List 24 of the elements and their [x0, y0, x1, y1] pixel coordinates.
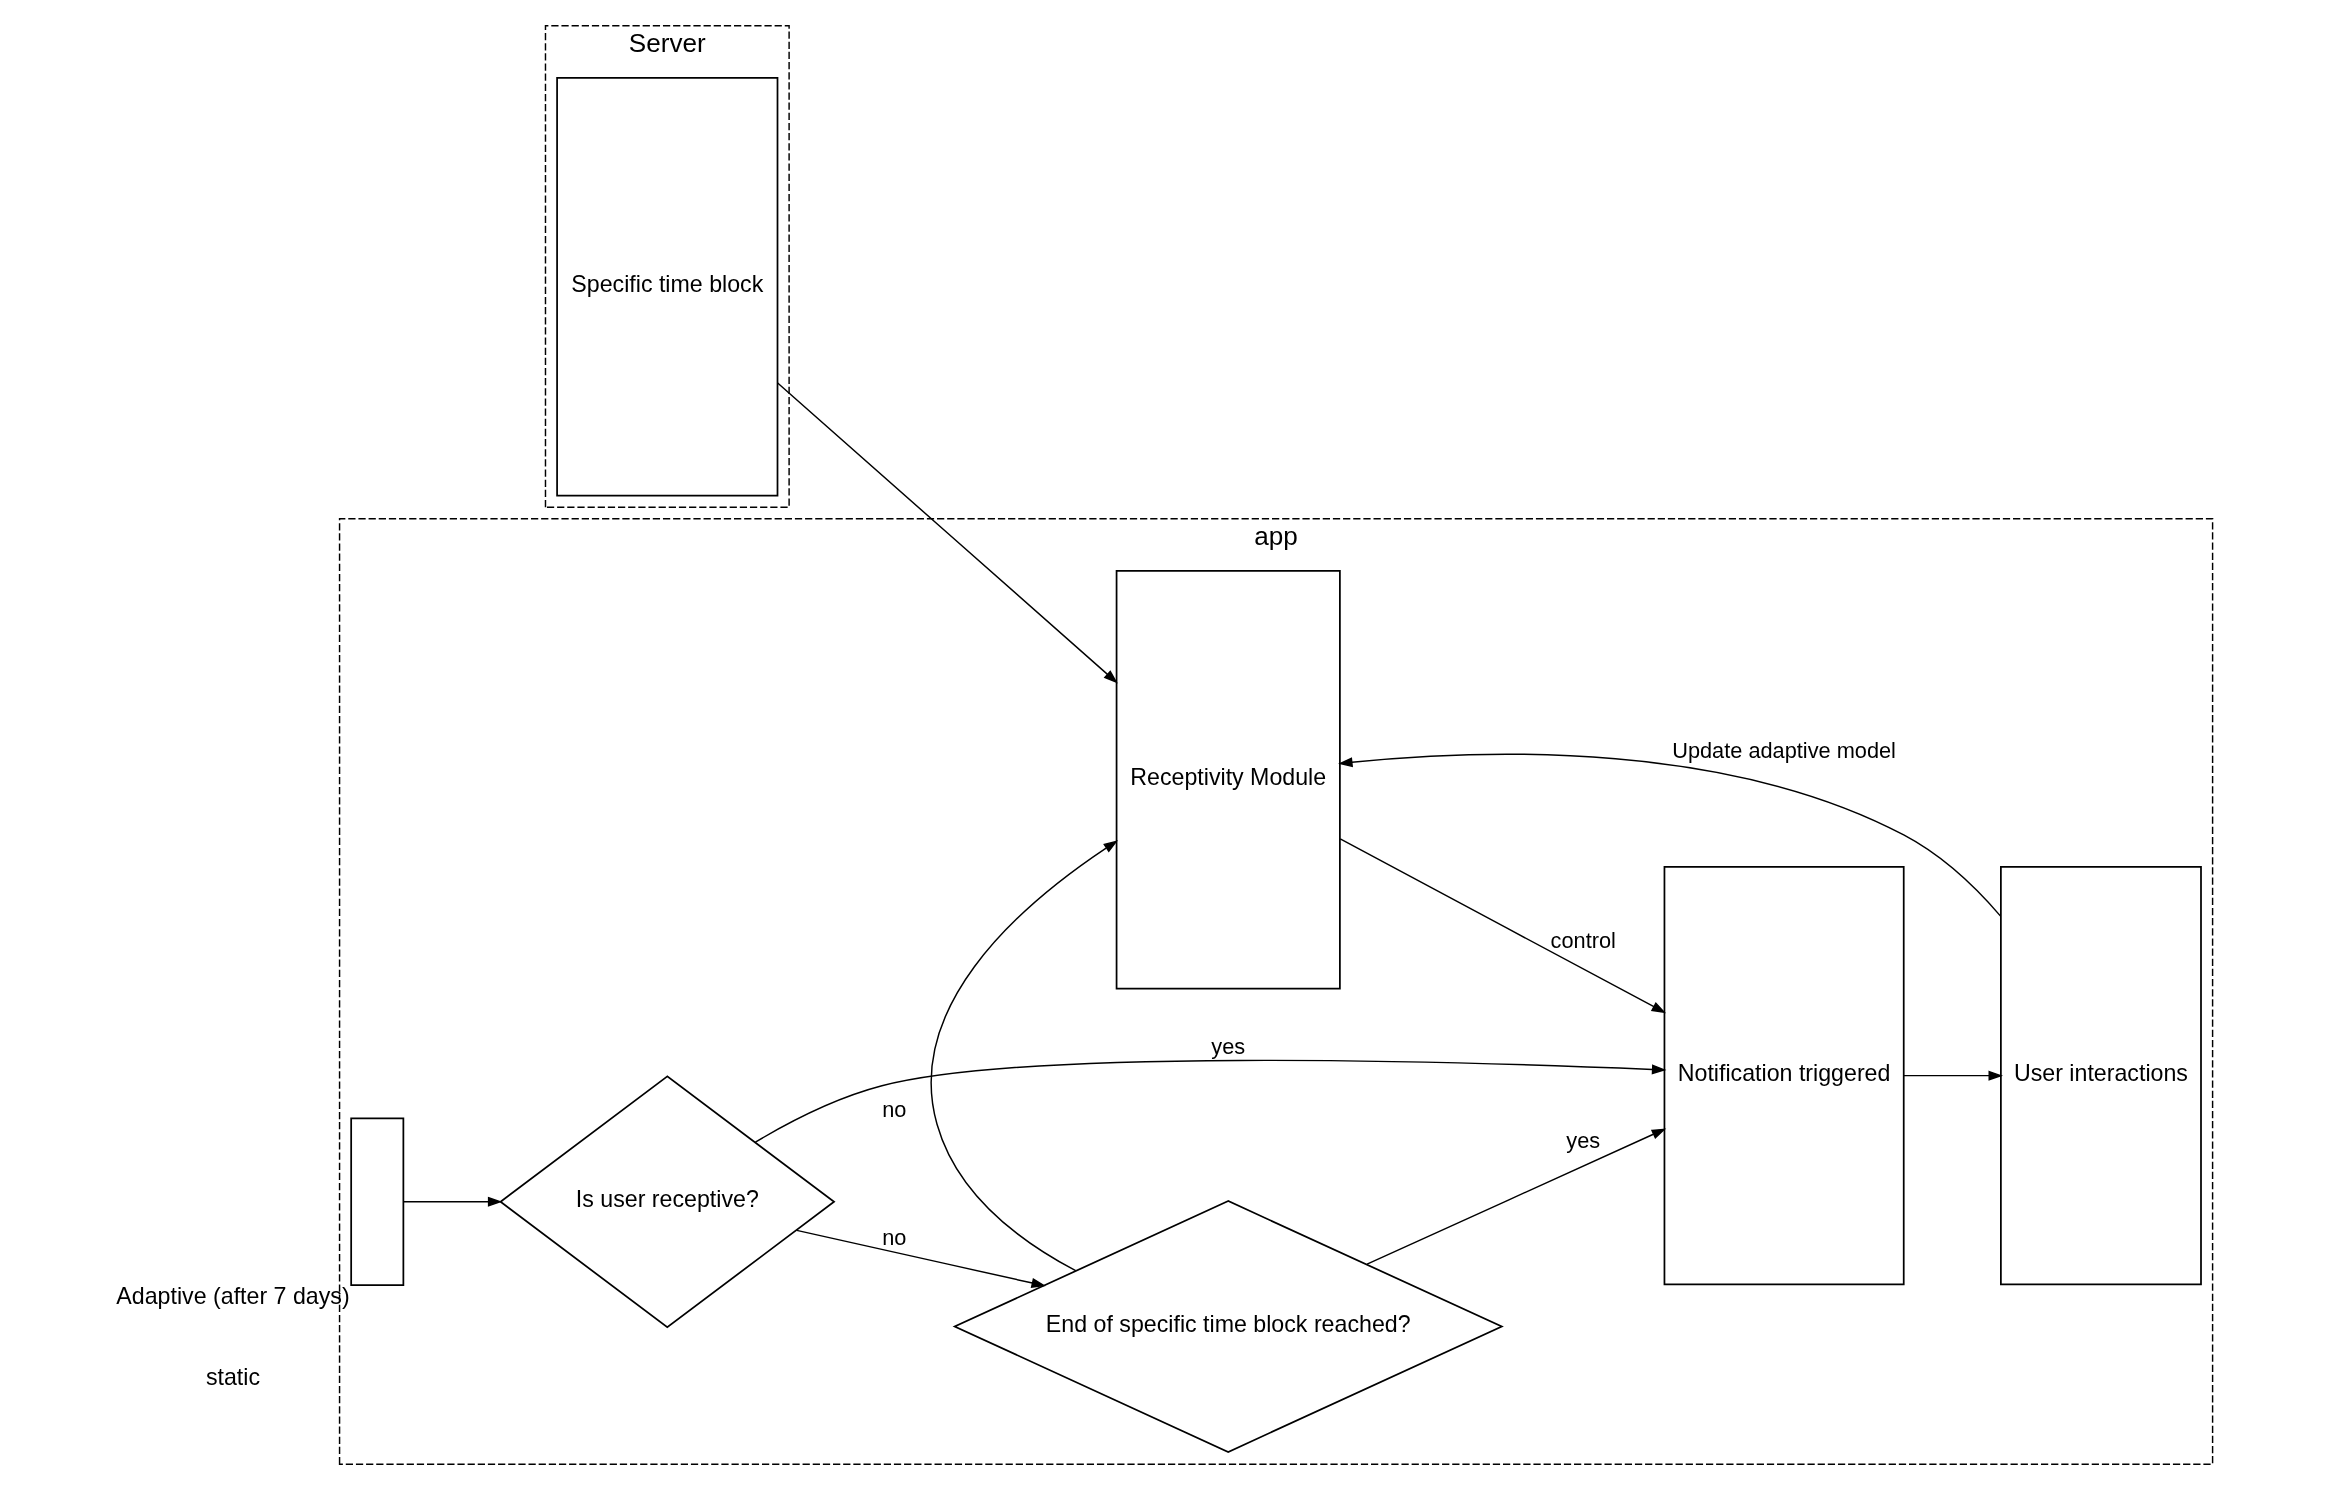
arrow: [402, 1196, 503, 1207]
node-label: static: [205, 1363, 261, 1390]
arrow: [754, 1059, 1667, 1143]
node-box: Specific time block: [556, 77, 779, 497]
node-box: Notification triggered: [1663, 865, 1905, 1286]
arrow: [931, 840, 1119, 1272]
arrow: [1366, 1128, 1667, 1265]
arrow: [776, 382, 1118, 684]
edge-label: yes: [1566, 1128, 1601, 1154]
edge-label: no: [882, 1225, 907, 1251]
node-diamond: Is user receptive?: [499, 1075, 836, 1329]
edge-label: no: [882, 1096, 907, 1122]
node-box: Receptivity Module: [1115, 570, 1341, 990]
node-box: [350, 1117, 405, 1287]
arrow: [1338, 753, 2002, 917]
edge-label: control: [1550, 928, 1616, 954]
edge-label: yes: [1211, 1033, 1246, 1059]
node-box: User interactions: [2000, 865, 2202, 1286]
arrow: [1339, 838, 1667, 1014]
node-label: Adaptive (after 7 days): [116, 1282, 350, 1309]
arrow: [1903, 1070, 2003, 1081]
edge-label: Update adaptive model: [1672, 738, 1896, 764]
arrow: [796, 1229, 1046, 1288]
node-diamond: End of specific time block reached?: [952, 1200, 1504, 1453]
